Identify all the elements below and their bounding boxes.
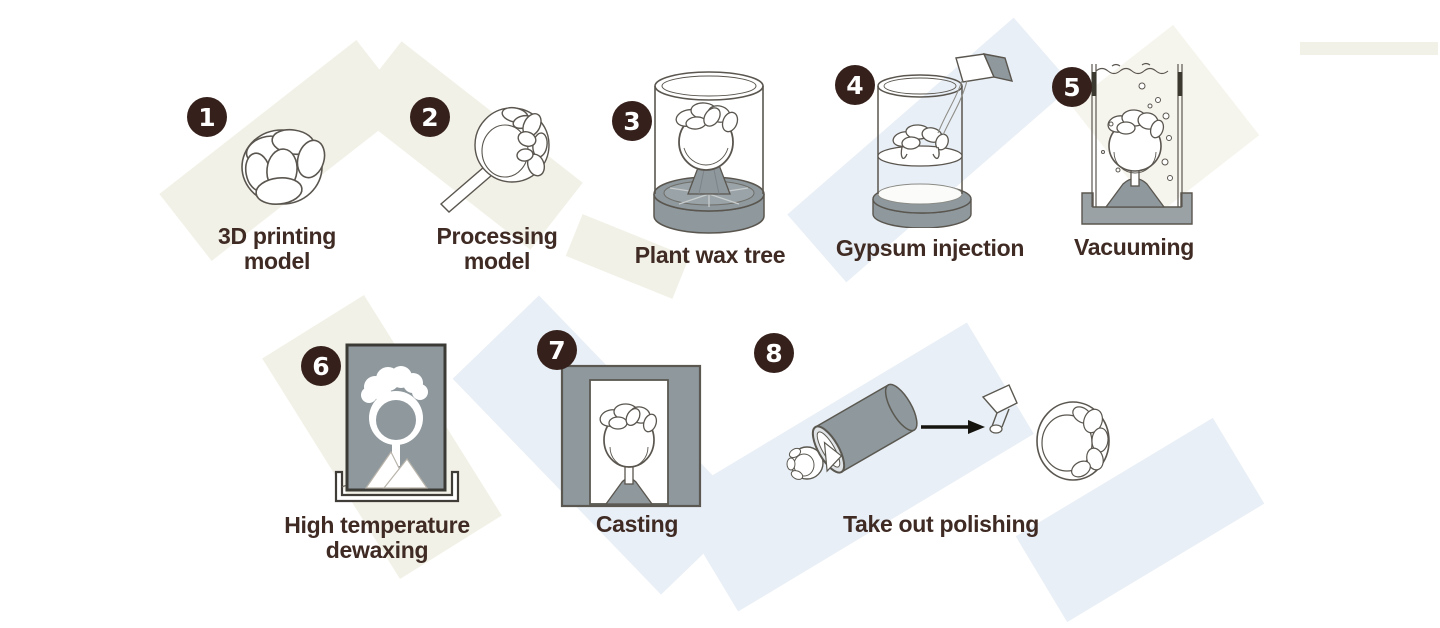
step-1-label-line-1: 3D printing: [217, 223, 337, 249]
gypsum-pouring-into-flask-icon: [872, 53, 1014, 228]
step-8-number: 8: [765, 338, 783, 368]
step-5-number: 5: [1063, 72, 1081, 102]
step-8-label: Take out polishing: [811, 512, 1071, 537]
step-6-number-badge: 6: [301, 346, 341, 386]
step-3-label: Plant wax tree: [590, 243, 830, 268]
arrow-right-icon: [921, 420, 985, 434]
demold-arrow-sprue-and-ring-icon: [786, 383, 1110, 481]
casting-mold-frame-icon: [560, 364, 702, 508]
step-1-label: 3D printing model: [157, 224, 397, 274]
step-7-label-line-1: Casting: [595, 511, 679, 537]
burnout-oven-with-mold-icon: [334, 343, 460, 503]
step-2-label: Processing model: [377, 224, 617, 274]
step-6-number: 6: [312, 351, 330, 381]
step-7-number: 7: [548, 335, 566, 365]
step-5-label-line-1: Vacuuming: [1074, 234, 1194, 260]
step-8-number-badge: 8: [754, 333, 794, 373]
step-2-number-badge: 2: [410, 97, 450, 137]
step-7-label: Casting: [517, 512, 757, 537]
vacuum-degassing-chamber-icon: [1081, 62, 1193, 225]
step-2-label-line-1: Processing: [436, 223, 558, 249]
step-1-label-line-2: model: [243, 248, 311, 274]
3d-printed-knot-model-icon: [241, 128, 326, 205]
step-2-label-line-2: model: [463, 248, 531, 274]
step-1-number: 1: [198, 102, 216, 132]
step-2-number: 2: [421, 102, 439, 132]
step-1-number-badge: 1: [187, 97, 227, 137]
background-cream-band: [1300, 42, 1438, 55]
wax-tree-in-glass-flask-icon: [653, 71, 765, 234]
step-4-label-line-1: Gypsum injection: [835, 235, 1025, 261]
step-4-label: Gypsum injection: [810, 236, 1050, 261]
step-5-number-badge: 5: [1052, 67, 1092, 107]
step-3-label-line-1: Plant wax tree: [634, 242, 786, 268]
step-6-label-line-2: dewaxing: [325, 537, 429, 563]
step-3-number: 3: [623, 106, 641, 136]
step-7-number-badge: 7: [537, 330, 577, 370]
step-3-number-badge: 3: [612, 101, 652, 141]
step-6-label-line-1: High temperature: [284, 512, 470, 538]
step-4-number: 4: [846, 70, 864, 100]
step-4-number-badge: 4: [835, 65, 875, 105]
step-5-label: Vacuuming: [1014, 235, 1254, 260]
model-on-sprue-stick-icon: [439, 106, 550, 213]
step-8-label-line-1: Take out polishing: [842, 511, 1040, 537]
step-6-label: High temperature dewaxing: [247, 513, 507, 563]
